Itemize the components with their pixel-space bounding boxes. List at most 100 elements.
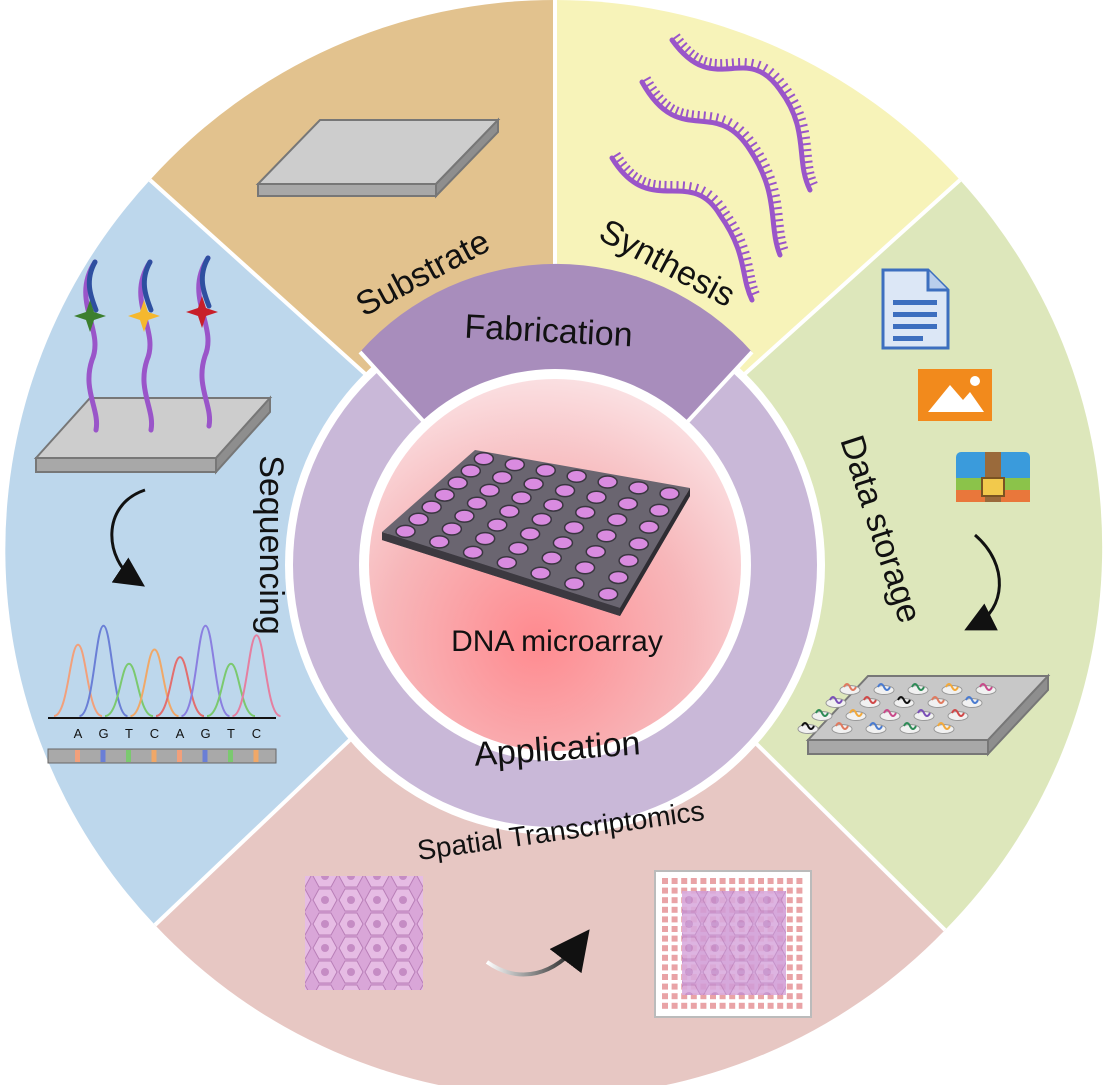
capture-spot [672,984,678,990]
capture-spot [796,964,802,970]
microarray-well [497,557,516,569]
microarray-well [505,459,524,471]
sequence-bar-tick [101,750,106,762]
capture-spot [662,974,668,980]
image-icon [918,369,992,421]
capture-spot [691,878,697,884]
capture-spot [700,1003,706,1009]
sequence-bar-body [48,749,276,763]
microarray-well [500,505,519,517]
strand-hatch [715,59,716,69]
microarray-well [576,506,595,518]
microarray-well [567,470,586,482]
microarray-well [464,546,483,558]
microarray-well [553,537,572,549]
capture-spot [787,907,793,913]
microarray-well [565,522,584,534]
microarray-well [619,555,638,567]
strand-hatch [683,181,684,191]
capture-spot [662,1003,668,1009]
capture-spot [787,888,793,894]
microarray-well [488,519,507,531]
capture-spot [720,878,726,884]
capture-spot [796,993,802,999]
document-icon [883,270,948,348]
microarray-well [396,525,415,537]
sequence-bar-tick [254,750,259,762]
microarray-well [409,513,428,525]
capture-spot [729,878,735,884]
capture-spot [796,974,802,980]
strand-hatch [745,58,746,68]
capture-spot [796,907,802,913]
base-call: C [252,726,261,741]
capture-spot [710,1003,716,1009]
capture-spot [681,878,687,884]
capture-spot [796,926,802,932]
center-label: DNA microarray [451,625,663,658]
capture-spot [796,1003,802,1009]
microarray-well [521,528,540,540]
capture-spot [672,907,678,913]
strand-hatch [773,214,783,215]
microarray-well [576,562,595,574]
microarray-well [586,546,605,558]
archive-icon [956,452,1030,502]
microarray-well [660,488,679,500]
microarray-well [509,542,528,554]
strand-hatch [774,226,784,227]
microarray-well [455,510,474,522]
base-call: A [176,726,185,741]
microarray-well [598,476,617,488]
microarray-well [493,471,512,483]
strand-hatch [802,156,812,157]
base-call: G [200,726,210,741]
capture-spot [758,878,764,884]
microarray-well [556,485,575,497]
microarray-well [544,499,563,511]
microarray-well [435,489,454,501]
capture-spot [768,1003,774,1009]
microarray-well [587,491,606,503]
capture-spot [748,878,754,884]
capture-spot [748,1003,754,1009]
microarray-well [565,578,584,590]
capture-spot [672,974,678,980]
microarray-well [608,514,627,526]
capture-spot [787,993,793,999]
base-call: T [227,726,235,741]
capture-spot [672,964,678,970]
capture-spot [787,897,793,903]
capture-spot [672,955,678,961]
capture-spot [777,878,783,884]
microarray-well [618,498,637,510]
capture-spot [672,916,678,922]
capture-spot [787,964,793,970]
capture-spot [729,1003,735,1009]
capture-spot [662,916,668,922]
microarray-well [480,484,499,496]
capture-spot [672,1003,678,1009]
capture-spot [662,888,668,894]
capture-spot [787,916,793,922]
microarray-well [629,538,648,550]
base-call: A [74,726,83,741]
base-call: G [98,726,108,741]
capture-spot [787,1003,793,1009]
capture-spot [787,974,793,980]
strand-hatch [800,137,810,138]
strand-hatch [773,220,783,221]
strand-hatch [772,208,782,209]
microarray-well [430,536,449,548]
capture-spot [672,878,678,884]
sequencing-label: Sequencing [252,455,290,635]
microarray-well [532,514,551,526]
capture-spot [662,878,668,884]
microarray-well [536,464,555,476]
microarray-well [422,501,441,513]
microarray-well [531,567,550,579]
capture-spot [787,945,793,951]
sequence-bar-tick [152,750,157,762]
capture-spot [796,984,802,990]
capture-spot [796,897,802,903]
